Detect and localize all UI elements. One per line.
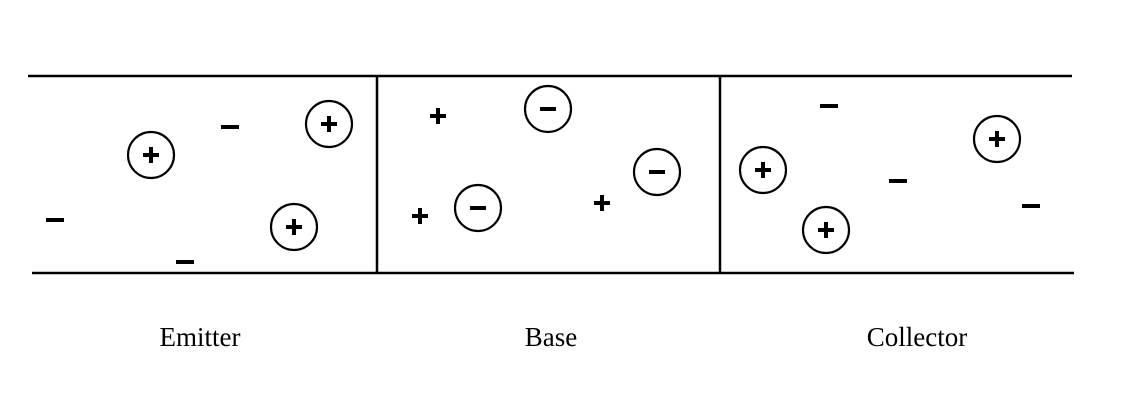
hole-charge: [269, 202, 319, 252]
hole-charge: [304, 99, 354, 149]
ion-negative-charge: [453, 183, 503, 233]
ion-positive-charge: [430, 108, 446, 124]
ion-negative-charge: [523, 84, 573, 134]
ion-negative-charge: [632, 147, 682, 197]
ion-positive-charge: [594, 195, 610, 211]
base-label: Base: [524, 322, 578, 352]
collector-label: Collector: [866, 322, 968, 352]
emitter-label: Emitter: [159, 322, 241, 352]
hole-charge: [738, 145, 788, 195]
ion-positive-charge: [412, 208, 428, 224]
hole-charge: [126, 130, 176, 180]
hole-charge: [801, 205, 851, 255]
hole-charge: [972, 114, 1022, 164]
